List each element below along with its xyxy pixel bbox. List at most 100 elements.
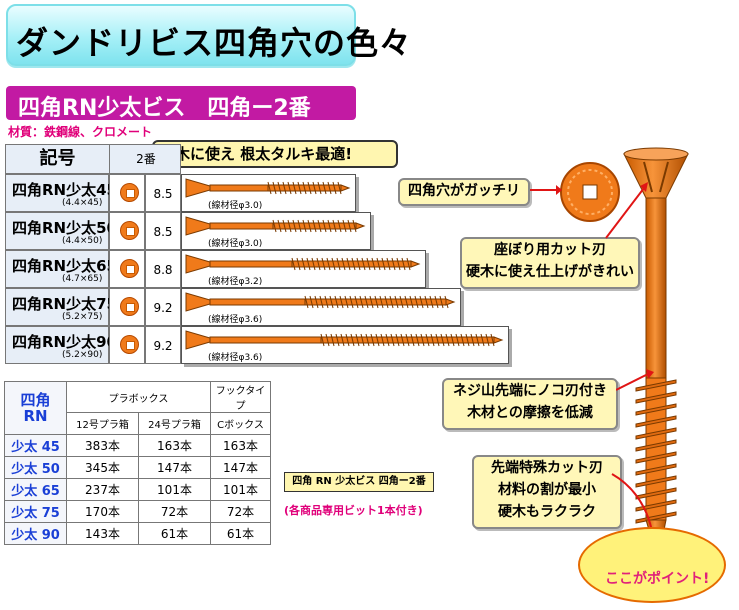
square-bit-icon bbox=[120, 259, 139, 278]
package-row-24: 61本 bbox=[138, 522, 211, 545]
package-row-c: 72本 bbox=[210, 500, 271, 523]
package-row-24: 147本 bbox=[138, 456, 211, 479]
package-row: 少太 45 383本 163本 163本 bbox=[4, 434, 271, 457]
callout-thread-line1: ネジ山先端にノコ刃付き bbox=[453, 383, 607, 399]
spec-row-name: 四角RN少太75 bbox=[12, 295, 117, 313]
spec-row-label: 四角RN少太90 (5.2×90) bbox=[5, 326, 117, 364]
col-12-header: 12号プラ箱 bbox=[66, 412, 139, 435]
callout-thread-line2: 木材との摩擦を低減 bbox=[467, 405, 593, 421]
material-note: 材質：鉄鋼線、クロメート bbox=[8, 125, 153, 139]
package-row: 少太 75 170本 72本 72本 bbox=[4, 500, 271, 523]
page-title: ダンドリビス四角穴の色々 bbox=[16, 24, 413, 62]
spec-row-screw: (線材径φ3.2) bbox=[181, 250, 426, 288]
callout-counterbore-line1: 座ぼり用カット刃 bbox=[494, 242, 606, 258]
package-table-body: 少太 45 383本 163本 163本 少太 50 345本 147本 147… bbox=[4, 434, 271, 545]
spec-row-name: 四角RN少太50 bbox=[12, 219, 117, 237]
spec-row-name: 四角RN少太65 bbox=[12, 257, 117, 275]
product-tag: 四角 RN 少太ビス 四角ー2番 bbox=[284, 472, 434, 492]
package-row-24: 163本 bbox=[138, 434, 211, 457]
spec-row-head: 8.5 bbox=[145, 174, 181, 212]
spec-row-size: (4.4×45) bbox=[62, 198, 103, 208]
spec-row-head: 9.2 bbox=[145, 326, 181, 364]
screw-head-top bbox=[623, 147, 689, 161]
wire-diameter: (線材径φ3.0) bbox=[208, 201, 263, 211]
spec-row-screw: (線材径φ3.6) bbox=[181, 288, 461, 326]
bit-note: (各商品専用ビット1本付き) bbox=[284, 504, 423, 517]
spec-row-size: (5.2×90) bbox=[62, 350, 103, 360]
spec-row-size: (4.4×50) bbox=[62, 236, 103, 246]
arrow-square-hole bbox=[530, 185, 562, 195]
package-corner: 四角 RN bbox=[4, 381, 67, 435]
wire-diameter: (線材径φ3.2) bbox=[208, 277, 263, 287]
wire-diameter: (線材径φ3.6) bbox=[208, 315, 263, 325]
square-bit-icon bbox=[120, 335, 139, 354]
package-row: 少太 90 143本 61本 61本 bbox=[4, 522, 271, 545]
package-row-name: 少太 50 bbox=[4, 456, 67, 479]
package-row-name: 少太 45 bbox=[4, 434, 67, 457]
screw-threads bbox=[635, 377, 677, 524]
callout-thread-saw: ネジ山先端にノコ刃付き 木材との摩擦を低減 bbox=[442, 378, 618, 430]
callout-tip-line1: 先端特殊カット刃 bbox=[491, 460, 603, 476]
package-row-12: 383本 bbox=[66, 434, 139, 457]
large-screw-illustration bbox=[623, 147, 689, 561]
spec-row-bit bbox=[109, 326, 145, 364]
package-row: 少太 65 237本 101本 101本 bbox=[4, 478, 271, 501]
square-hole-head-icon bbox=[560, 162, 620, 222]
spec-row-screw: (線材径φ3.0) bbox=[181, 212, 371, 250]
spec-row-bit bbox=[109, 250, 145, 288]
spec-row-head: 8.5 bbox=[145, 212, 181, 250]
callout-counterbore-line2: 硬木に使え仕上げがきれい bbox=[466, 264, 634, 280]
spec-row-head: 8.8 bbox=[145, 250, 181, 288]
spec-row-name: 四角RN少太90 bbox=[12, 333, 117, 351]
spec-row-screw: (線材径φ3.0) bbox=[181, 174, 356, 212]
package-row-12: 170本 bbox=[66, 500, 139, 523]
spec-row-head: 9.2 bbox=[145, 288, 181, 326]
group-plastic-header: プラボックス bbox=[66, 381, 211, 413]
small-screw-icon bbox=[185, 178, 351, 198]
square-bit-icon bbox=[120, 221, 139, 240]
small-screw-icon bbox=[185, 292, 456, 312]
subtitle-bar bbox=[6, 86, 356, 120]
spec-row-name: 四角RN少太45 bbox=[12, 181, 117, 199]
package-row-12: 345本 bbox=[66, 456, 139, 479]
slogan-box: 硬木に使え 根太タルキ最適! bbox=[152, 140, 398, 168]
spec-row-screw: (線材径φ3.6) bbox=[181, 326, 509, 364]
spec-row-label: 四角RN少太65 (4.7×65) bbox=[5, 250, 117, 288]
package-row-c: 163本 bbox=[210, 434, 271, 457]
small-screw-icon bbox=[185, 254, 421, 274]
point-oval bbox=[578, 527, 726, 603]
title-banner bbox=[6, 4, 356, 66]
spec-row-bit bbox=[109, 212, 145, 250]
col-code-header: 記号 bbox=[6, 145, 110, 173]
package-row-24: 72本 bbox=[138, 500, 211, 523]
col-c-header: Cボックス bbox=[210, 412, 271, 435]
package-row-name: 少太 90 bbox=[4, 522, 67, 545]
spec-table-header: 記号 2番 bbox=[5, 144, 181, 174]
point-label: ここがポイント! bbox=[605, 571, 710, 587]
spec-row-size: (5.2×75) bbox=[62, 312, 103, 322]
package-row: 少太 50 345本 147本 147本 bbox=[4, 456, 271, 479]
package-row-12: 237本 bbox=[66, 478, 139, 501]
package-row-24: 101本 bbox=[138, 478, 211, 501]
callout-tip-cut: 先端特殊カット刃 材料の割が最小 硬木もラクラク bbox=[472, 455, 622, 529]
package-row-name: 少太 75 bbox=[4, 500, 67, 523]
wire-diameter: (線材径φ3.6) bbox=[208, 353, 263, 363]
package-row-c: 101本 bbox=[210, 478, 271, 501]
callout-square-hole: 四角穴がガッチリ bbox=[398, 178, 530, 206]
group-hook-header: フックタイプ bbox=[210, 381, 271, 413]
spec-row-label: 四角RN少太50 (4.4×50) bbox=[5, 212, 117, 250]
package-corner-line1: 四角 bbox=[20, 391, 51, 409]
spec-row-label: 四角RN少太75 (5.2×75) bbox=[5, 288, 117, 326]
small-screw-icon bbox=[185, 330, 504, 350]
callout-counterbore: 座ぼり用カット刃 硬木に使え仕上げがきれい bbox=[460, 237, 640, 289]
spec-row-size: (4.7×65) bbox=[62, 274, 103, 284]
package-row-12: 143本 bbox=[66, 522, 139, 545]
square-bit-icon bbox=[120, 183, 139, 202]
col-bit-header: 2番 bbox=[136, 152, 156, 166]
product-subtitle: 四角RN少太ビス 四角ー2番 bbox=[18, 96, 311, 121]
arrow-counterbore bbox=[605, 182, 648, 239]
callout-tip-line2: 材料の割が最小 bbox=[498, 482, 596, 498]
package-row-c: 61本 bbox=[210, 522, 271, 545]
arrow-thread-saw bbox=[616, 369, 654, 391]
col-24-header: 24号プラ箱 bbox=[138, 412, 211, 435]
